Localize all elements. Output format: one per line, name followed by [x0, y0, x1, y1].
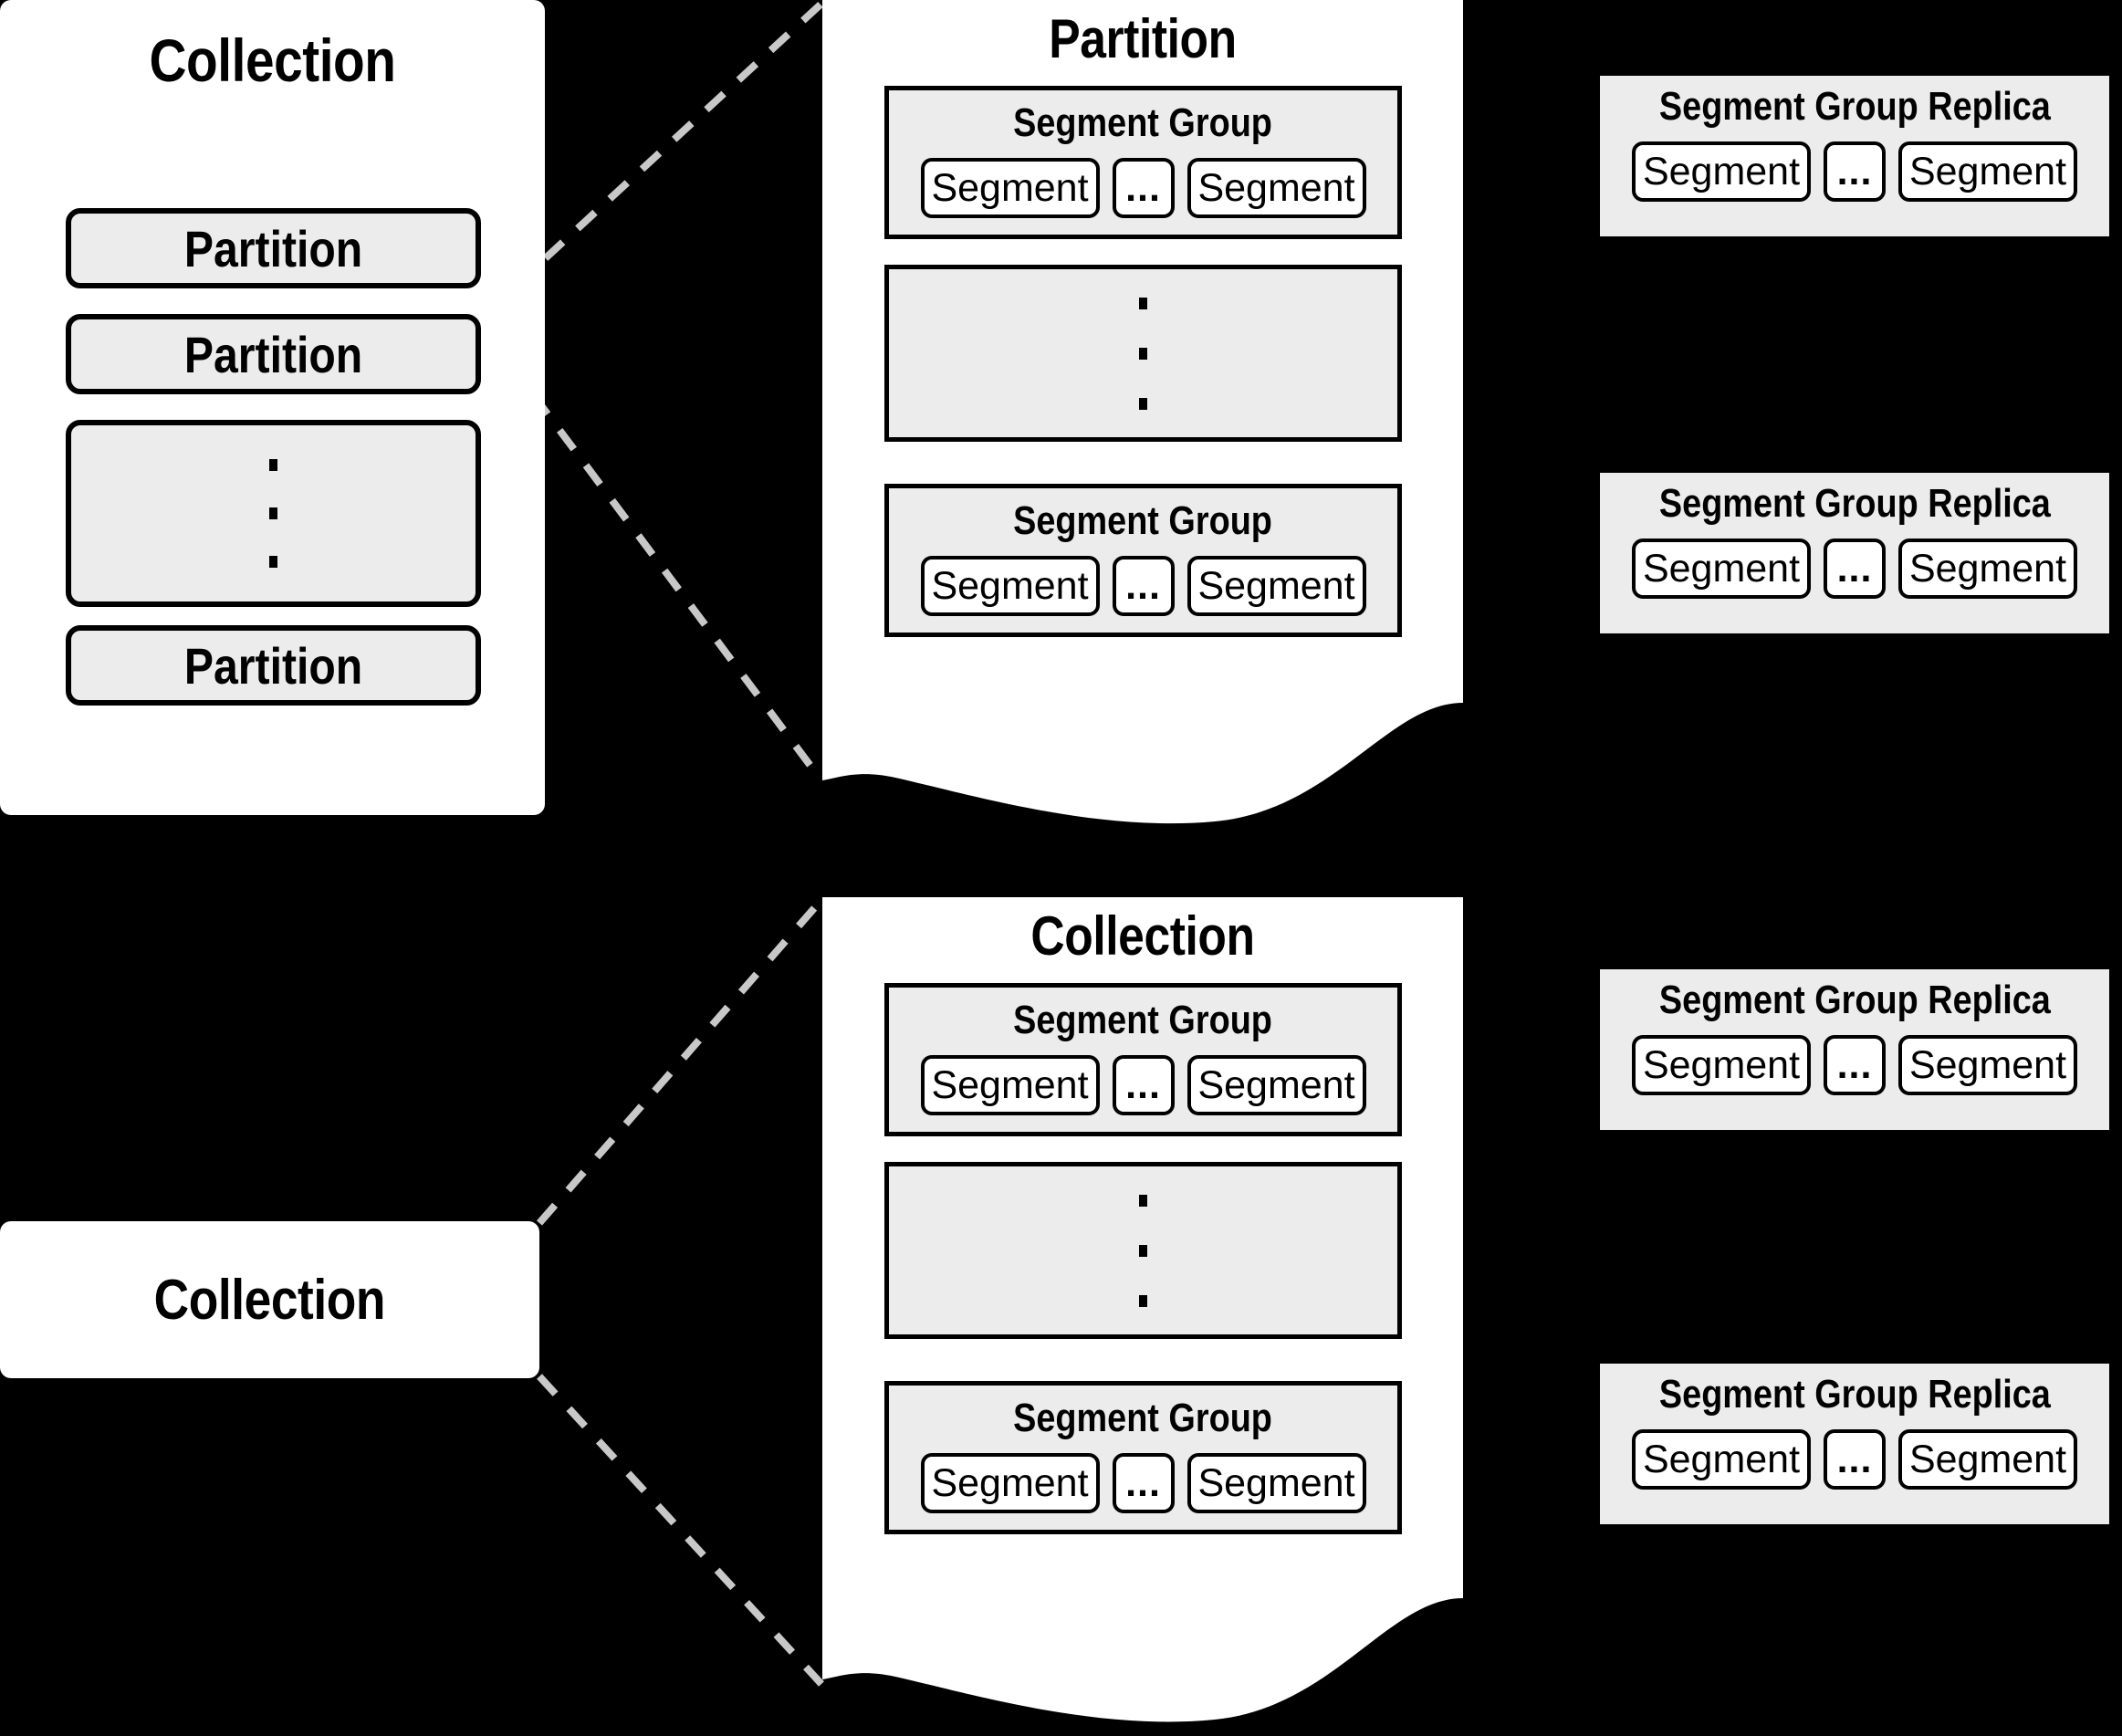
collection-panel-title: Collection: [1030, 905, 1255, 967]
collection-panel[interactable]: Collection Segment Group Segment ... Seg…: [822, 897, 1463, 1732]
partition-panel[interactable]: Partition Segment Group Segment ... Segm…: [822, 0, 1463, 826]
partition-row-label: Partition: [183, 325, 363, 383]
segment-group-title: Segment Group: [1013, 1396, 1273, 1440]
segment-chip[interactable]: Segment: [1186, 1055, 1366, 1115]
collection-box-top[interactable]: Collection Partition Partition Partition: [0, 0, 545, 815]
vdot: [1139, 1294, 1147, 1307]
collection-box-bottom[interactable]: Collection: [0, 1221, 539, 1378]
segment-row: Segment ... Segment: [920, 1453, 1366, 1513]
segment-group-replica-title: Segment Group Replica: [1658, 1372, 2051, 1417]
partition-row-label: Partition: [183, 636, 363, 695]
segment-group-replica-title: Segment Group Replica: [1658, 481, 2051, 526]
segment-row: Segment ... Segment: [920, 1055, 1366, 1115]
segment-group-replica-title: Segment Group Replica: [1658, 978, 2051, 1022]
segment-group-replica-4[interactable]: Segment Group Replica Segment ... Segmen…: [1600, 1364, 2109, 1524]
segment-group-replica-title: Segment Group Replica: [1658, 84, 2051, 129]
segment-ellipsis-chip: ...: [1824, 539, 1886, 599]
partition-row-1[interactable]: Partition: [66, 208, 481, 288]
segment-group-2[interactable]: Segment Group Segment ... Segment: [884, 484, 1402, 637]
collection-bottom-title: Collection: [153, 1268, 386, 1332]
segment-chip[interactable]: Segment: [1898, 1035, 2077, 1095]
segment-group-3[interactable]: Segment Group Segment ... Segment: [884, 983, 1402, 1136]
vdot: [1139, 297, 1147, 309]
segment-chip[interactable]: Segment: [1632, 539, 1811, 599]
partition-row-4[interactable]: Partition: [66, 625, 481, 706]
segment-ellipsis-chip: ...: [1112, 158, 1175, 218]
segment-group-ellipsis: [884, 265, 1402, 442]
segment-chip[interactable]: Segment: [1632, 1035, 1811, 1095]
segment-row: Segment ... Segment: [1632, 1035, 2077, 1095]
partition-panel-title: Partition: [1049, 8, 1237, 69]
segment-chip[interactable]: Segment: [1186, 158, 1366, 218]
segment-chip[interactable]: Segment: [1186, 1453, 1366, 1513]
segment-row: Segment ... Segment: [920, 158, 1366, 218]
segment-group-ellipsis: [884, 1162, 1402, 1339]
segment-group-replica-3[interactable]: Segment Group Replica Segment ... Segmen…: [1600, 969, 2109, 1130]
segment-chip[interactable]: Segment: [920, 1453, 1100, 1513]
segment-chip[interactable]: Segment: [920, 1055, 1100, 1115]
segment-ellipsis-chip: ...: [1112, 1453, 1175, 1513]
segment-row: Segment ... Segment: [920, 556, 1366, 616]
segment-group-4[interactable]: Segment Group Segment ... Segment: [884, 1381, 1402, 1534]
segment-ellipsis-chip: ...: [1824, 141, 1886, 202]
segment-chip[interactable]: Segment: [1632, 141, 1811, 202]
connector-bottom-lower: [537, 1374, 824, 1687]
segment-group-replica-1[interactable]: Segment Group Replica Segment ... Segmen…: [1600, 76, 2109, 236]
connector-bottom-upper: [536, 897, 825, 1226]
vdot: [1139, 1244, 1147, 1257]
segment-group-1[interactable]: Segment Group Segment ... Segment: [884, 86, 1402, 239]
vdot: [269, 459, 277, 471]
segment-row: Segment ... Segment: [1632, 141, 2077, 202]
segment-ellipsis-chip: ...: [1112, 556, 1175, 616]
segment-group-title: Segment Group: [1013, 998, 1273, 1042]
partition-row-2[interactable]: Partition: [66, 314, 481, 394]
collection-top-title: Collection: [149, 26, 396, 94]
segment-chip[interactable]: Segment: [920, 158, 1100, 218]
segment-ellipsis-chip: ...: [1824, 1035, 1886, 1095]
segment-row: Segment ... Segment: [1632, 1429, 2077, 1490]
segment-group-replica-2[interactable]: Segment Group Replica Segment ... Segmen…: [1600, 473, 2109, 633]
vdot: [269, 556, 277, 568]
segment-ellipsis-chip: ...: [1112, 1055, 1175, 1115]
segment-chip[interactable]: Segment: [1186, 556, 1366, 616]
segment-chip[interactable]: Segment: [920, 556, 1100, 616]
vdot: [269, 507, 277, 519]
vdot: [1139, 347, 1147, 360]
partition-row-label: Partition: [183, 219, 363, 277]
segment-chip[interactable]: Segment: [1898, 141, 2077, 202]
segment-group-title: Segment Group: [1013, 100, 1273, 145]
segment-chip[interactable]: Segment: [1898, 539, 2077, 599]
vdot: [1139, 1194, 1147, 1207]
segment-group-title: Segment Group: [1013, 498, 1273, 543]
segment-chip[interactable]: Segment: [1898, 1429, 2077, 1490]
vdot: [1139, 397, 1147, 410]
partition-row-ellipsis: [66, 420, 481, 607]
segment-ellipsis-chip: ...: [1824, 1429, 1886, 1490]
segment-row: Segment ... Segment: [1632, 539, 2077, 599]
segment-chip[interactable]: Segment: [1632, 1429, 1811, 1490]
